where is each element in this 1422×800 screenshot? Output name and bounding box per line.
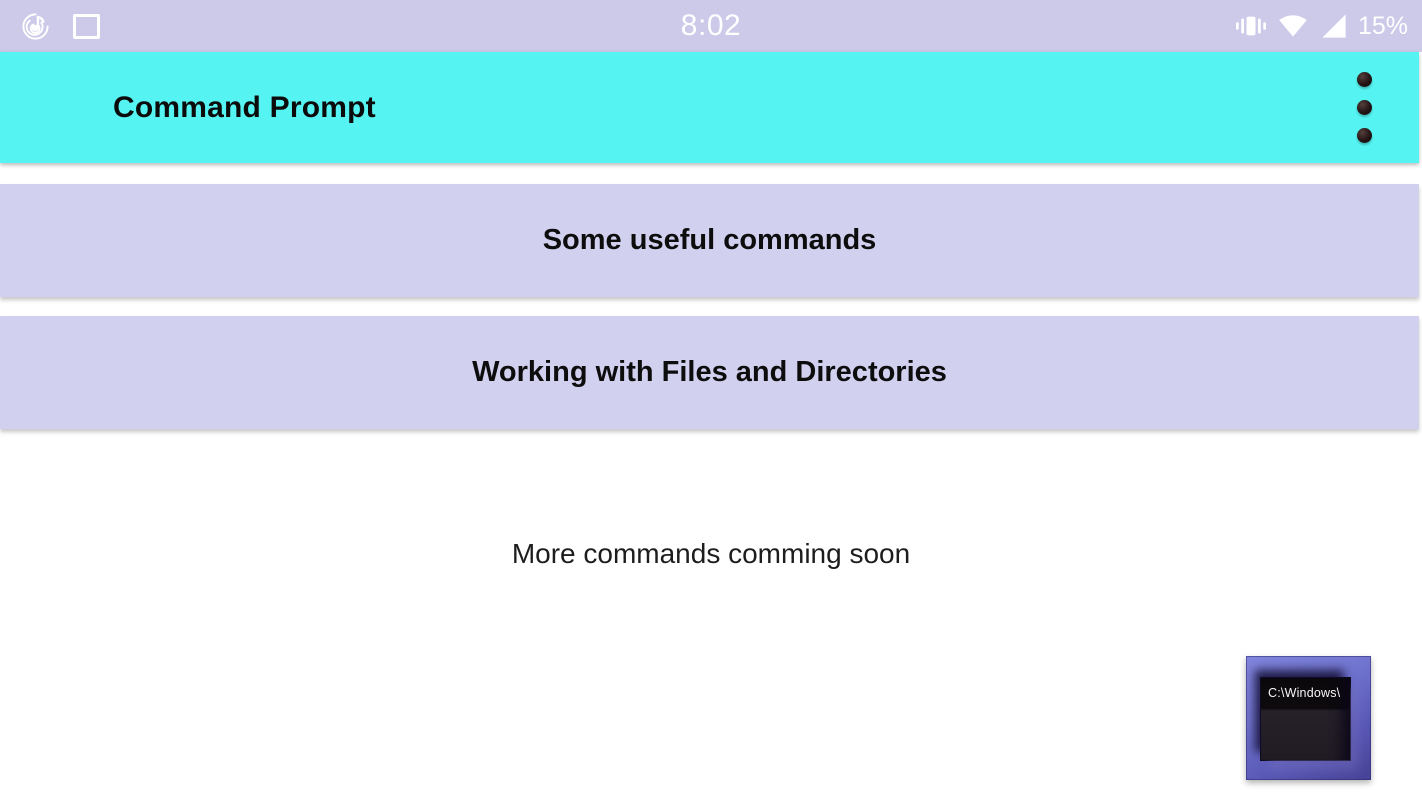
overflow-menu-button[interactable] [1349,52,1379,163]
battery-percent: 15% [1357,11,1408,40]
app-logo: C:\Windows\ [1246,656,1371,780]
music-notification-icon [22,12,49,40]
overflow-dot [1356,72,1372,87]
app-logo-screen-text: C:\Windows\ [1268,686,1341,700]
status-bar-left [20,0,100,52]
status-bar: 8:02 15% [0,0,1422,52]
screenshot-notification-icon [73,13,100,39]
overflow-dot [1356,100,1372,115]
vibrate-icon [1235,16,1266,36]
wifi-icon [1279,15,1307,37]
overflow-dot [1356,128,1372,143]
section-label: Working with Files and Directories [472,356,947,388]
section-useful-commands[interactable]: Some useful commands [0,184,1419,297]
status-time: 8:02 [680,9,742,42]
app-bar: Command Prompt [0,52,1419,163]
section-label: Some useful commands [542,224,877,256]
app-logo-screen: C:\Windows\ [1261,678,1350,760]
app-title: Command Prompt [113,90,376,124]
cellular-signal-icon [1322,14,1346,38]
section-files-directories[interactable]: Working with Files and Directories [0,316,1419,429]
status-bar-right: 15% [1235,0,1408,52]
coming-soon-text: More commands comming soon [511,538,911,569]
